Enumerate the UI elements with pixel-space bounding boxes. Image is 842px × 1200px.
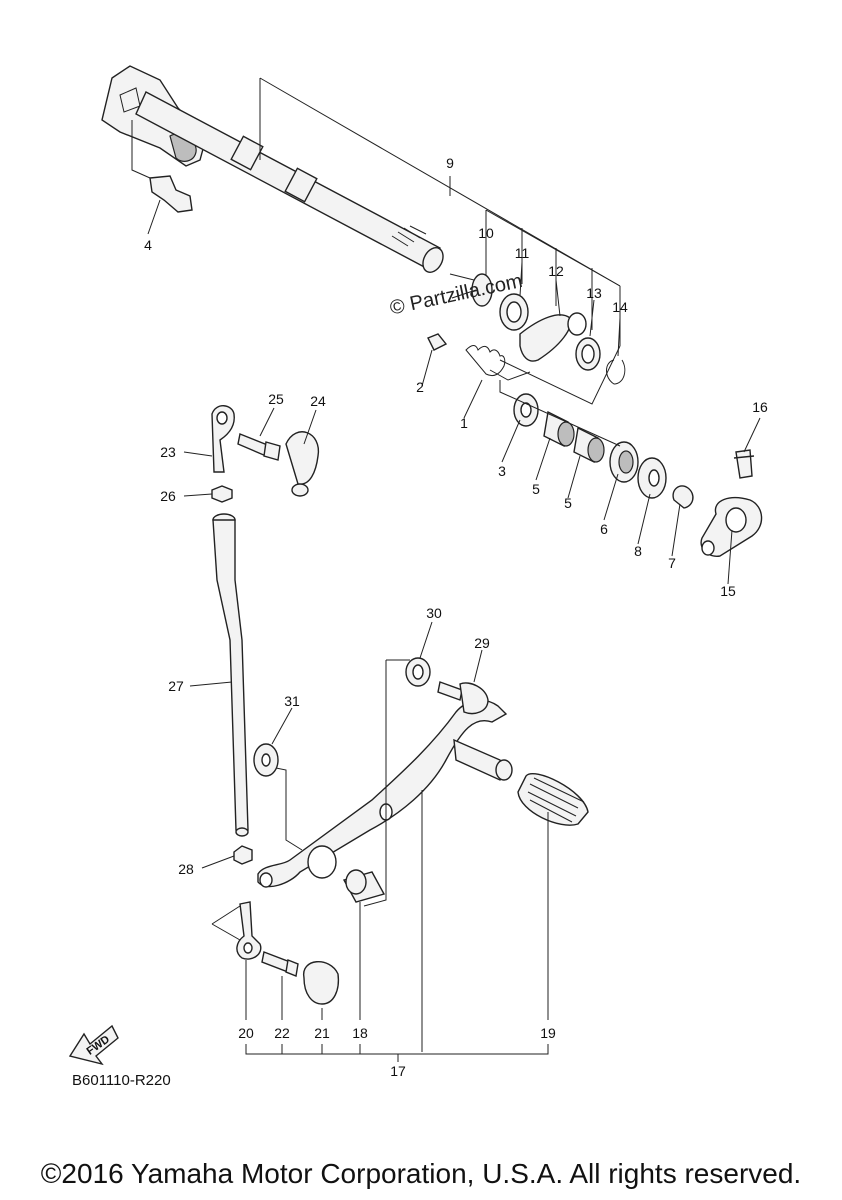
callout-27: 27 [168, 678, 184, 694]
callout-7: 7 [668, 555, 676, 571]
callout-15: 15 [720, 583, 736, 599]
callout-1: 1 [460, 415, 468, 431]
callout-14: 14 [612, 299, 628, 315]
return-spring [427, 333, 531, 381]
callout-31: 31 [284, 693, 300, 709]
callout-30: 30 [426, 605, 442, 621]
callout-24: 24 [310, 393, 326, 409]
upper-rod-end [211, 405, 319, 503]
callout-16: 16 [752, 399, 768, 415]
bearings-washers [513, 393, 694, 509]
callout-labels: 1 2 3 4 5 5 6 7 8 9 10 11 12 13 14 15 16… [144, 155, 768, 1079]
shift-arm-clamp [700, 449, 763, 557]
callout-5b: 5 [564, 495, 572, 511]
copyright-notice: ©2016 Yamaha Motor Corporation, U.S.A. A… [40, 1158, 802, 1189]
shift-pedal [253, 657, 589, 903]
callout-22: 22 [274, 1025, 290, 1041]
forward-arrow-icon: FWD [68, 1024, 119, 1066]
callout-13: 13 [586, 285, 602, 301]
leader-lines [147, 77, 761, 1062]
callout-5a: 5 [532, 481, 540, 497]
callout-12: 12 [548, 263, 564, 279]
callout-2: 2 [416, 379, 424, 395]
lower-rod-end [236, 901, 340, 1005]
shaft-components [449, 273, 626, 385]
callout-20: 20 [238, 1025, 254, 1041]
callout-6: 6 [600, 521, 608, 537]
callout-10: 10 [478, 225, 494, 241]
callout-4: 4 [144, 237, 152, 253]
callout-19: 19 [540, 1025, 556, 1041]
callout-3: 3 [498, 463, 506, 479]
shift-shaft-assembly [101, 65, 444, 273]
diagram-code: B601110-R220 [72, 1072, 171, 1089]
callout-21: 21 [314, 1025, 330, 1041]
callout-23: 23 [160, 444, 176, 460]
callout-8: 8 [634, 543, 642, 559]
callout-29: 29 [474, 635, 490, 651]
callout-28: 28 [178, 861, 194, 877]
callout-26: 26 [160, 488, 176, 504]
callout-25: 25 [268, 391, 284, 407]
callout-9: 9 [446, 155, 454, 171]
callout-18: 18 [352, 1025, 368, 1041]
shift-rod [212, 513, 253, 865]
callout-11: 11 [515, 245, 530, 261]
callout-17: 17 [390, 1063, 406, 1079]
